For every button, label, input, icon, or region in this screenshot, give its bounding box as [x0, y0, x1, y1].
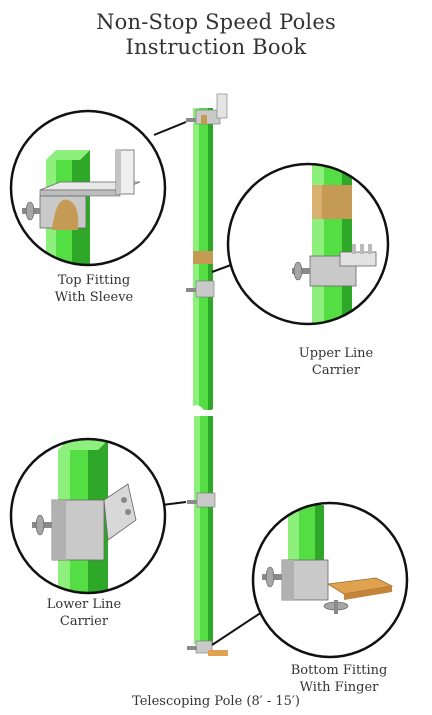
leader-lower	[161, 501, 187, 506]
label-upper-line-carrier: Upper Line Carrier	[298, 346, 374, 378]
leader-bottom	[211, 609, 266, 646]
label-lower-line-carrier: Lower Line Carrier	[46, 597, 122, 629]
callout-top-fitting	[9, 109, 167, 267]
label-bottom-fitting: Bottom Fitting With Finger	[290, 663, 388, 695]
document-title-line2: Instruction Book	[125, 35, 307, 59]
label-top-fitting: Top Fitting With Sleeve	[54, 273, 134, 305]
callout-upper-line-carrier	[226, 162, 390, 326]
caption-telescoping-pole: Telescoping Pole (8′ - 15′)	[132, 694, 300, 709]
callout-lower-line-carrier	[9, 437, 167, 595]
top-fitting-small	[186, 93, 228, 125]
lower-carrier-small	[187, 492, 216, 508]
callout-bottom-fitting	[251, 501, 409, 659]
telescoping-pole	[191, 108, 214, 644]
document-title-line1: Non-Stop Speed Poles	[96, 10, 336, 34]
bottom-fitting-small	[187, 640, 228, 656]
leader-top	[153, 121, 187, 136]
upper-carrier-small	[186, 251, 215, 298]
